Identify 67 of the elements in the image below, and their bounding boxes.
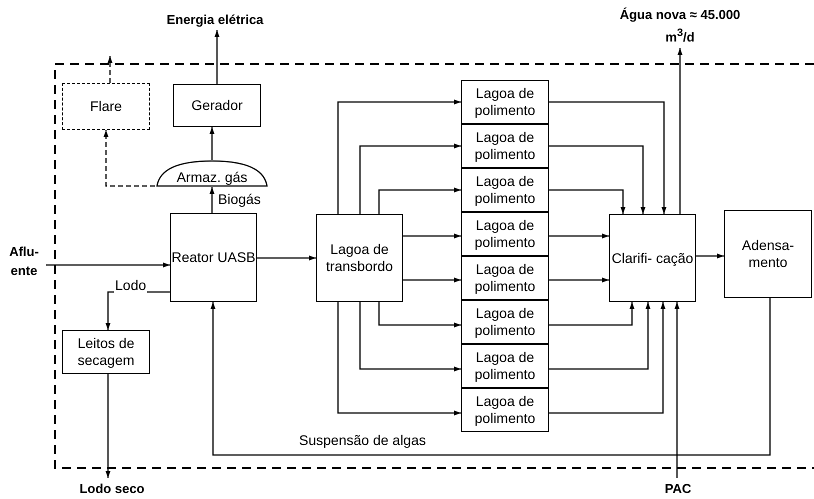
arrow — [403, 234, 461, 238]
process-box — [316, 214, 403, 302]
arrow — [359, 302, 461, 372]
arrow — [696, 254, 724, 258]
dashed-process-box — [62, 83, 150, 130]
process-box — [609, 214, 696, 302]
arrow — [378, 302, 461, 328]
arrow — [210, 127, 214, 160]
arrow — [337, 100, 461, 214]
node-label: Lagoa de polimento — [474, 349, 536, 383]
node-label: Adensa- mento — [740, 237, 796, 271]
edge-label: Lodo — [114, 277, 148, 293]
edge-label: Suspensão de algas — [298, 432, 427, 448]
flow-label: Aflu- ente — [8, 243, 40, 280]
process-box — [724, 210, 812, 298]
node-label: Lagoa de polimento — [474, 217, 536, 251]
flow-label: Energia elétrica — [166, 10, 264, 28]
node-label: Lagoa de polimento — [474, 129, 536, 163]
flow-label: PAC — [664, 480, 692, 498]
process-box — [173, 84, 261, 127]
node-label: Leitos de secagem — [76, 335, 136, 369]
arrow — [210, 298, 771, 456]
node-label: Flare — [90, 98, 122, 115]
arrow — [678, 48, 682, 214]
arrow — [46, 262, 170, 268]
process-box — [62, 330, 150, 374]
arrow — [549, 101, 666, 214]
node-label: Reator UASB — [171, 249, 256, 266]
flow-label: Lodo seco — [79, 480, 144, 498]
node-label: Lagoa de transbordo — [325, 241, 394, 275]
edge-label: Biogás — [217, 191, 262, 207]
arrow — [359, 144, 461, 214]
process-box — [170, 213, 257, 302]
arrow — [549, 302, 666, 414]
process-box — [461, 388, 549, 432]
node-label: Lagoa de polimento — [474, 305, 536, 339]
arrow — [549, 234, 609, 238]
process-box — [461, 212, 549, 256]
arrow — [549, 302, 634, 326]
arrow — [549, 302, 650, 370]
node-label: Lagoa de polimento — [474, 85, 536, 119]
arrow — [549, 189, 626, 214]
dashed-arrow — [108, 56, 112, 83]
process-box — [461, 124, 549, 168]
arrow — [549, 278, 609, 282]
dashed-arrow — [104, 130, 155, 187]
arrow — [214, 30, 220, 84]
node-label: Clarifi- cação — [612, 250, 694, 266]
process-box — [461, 80, 549, 124]
arrow — [549, 145, 646, 214]
arrow — [210, 187, 214, 213]
process-box — [461, 256, 549, 300]
arrow — [403, 278, 461, 282]
node-label: Lagoa de polimento — [474, 173, 536, 207]
node-label: Lagoa de polimento — [474, 393, 536, 427]
arrow — [257, 256, 316, 260]
flow-label: Água nova ≈ 45.000 m$^{3}$/d — [618, 6, 742, 47]
arrow — [337, 302, 461, 416]
node-label: Lagoa de polimento — [474, 261, 536, 295]
node-label: Armaz. gás — [176, 169, 248, 186]
arrow — [378, 188, 461, 214]
node-label: Gerador — [191, 97, 243, 114]
process-box — [461, 168, 549, 212]
process-box — [461, 344, 549, 388]
arrow — [674, 302, 680, 478]
process-box — [461, 300, 549, 344]
arrow — [106, 374, 110, 478]
